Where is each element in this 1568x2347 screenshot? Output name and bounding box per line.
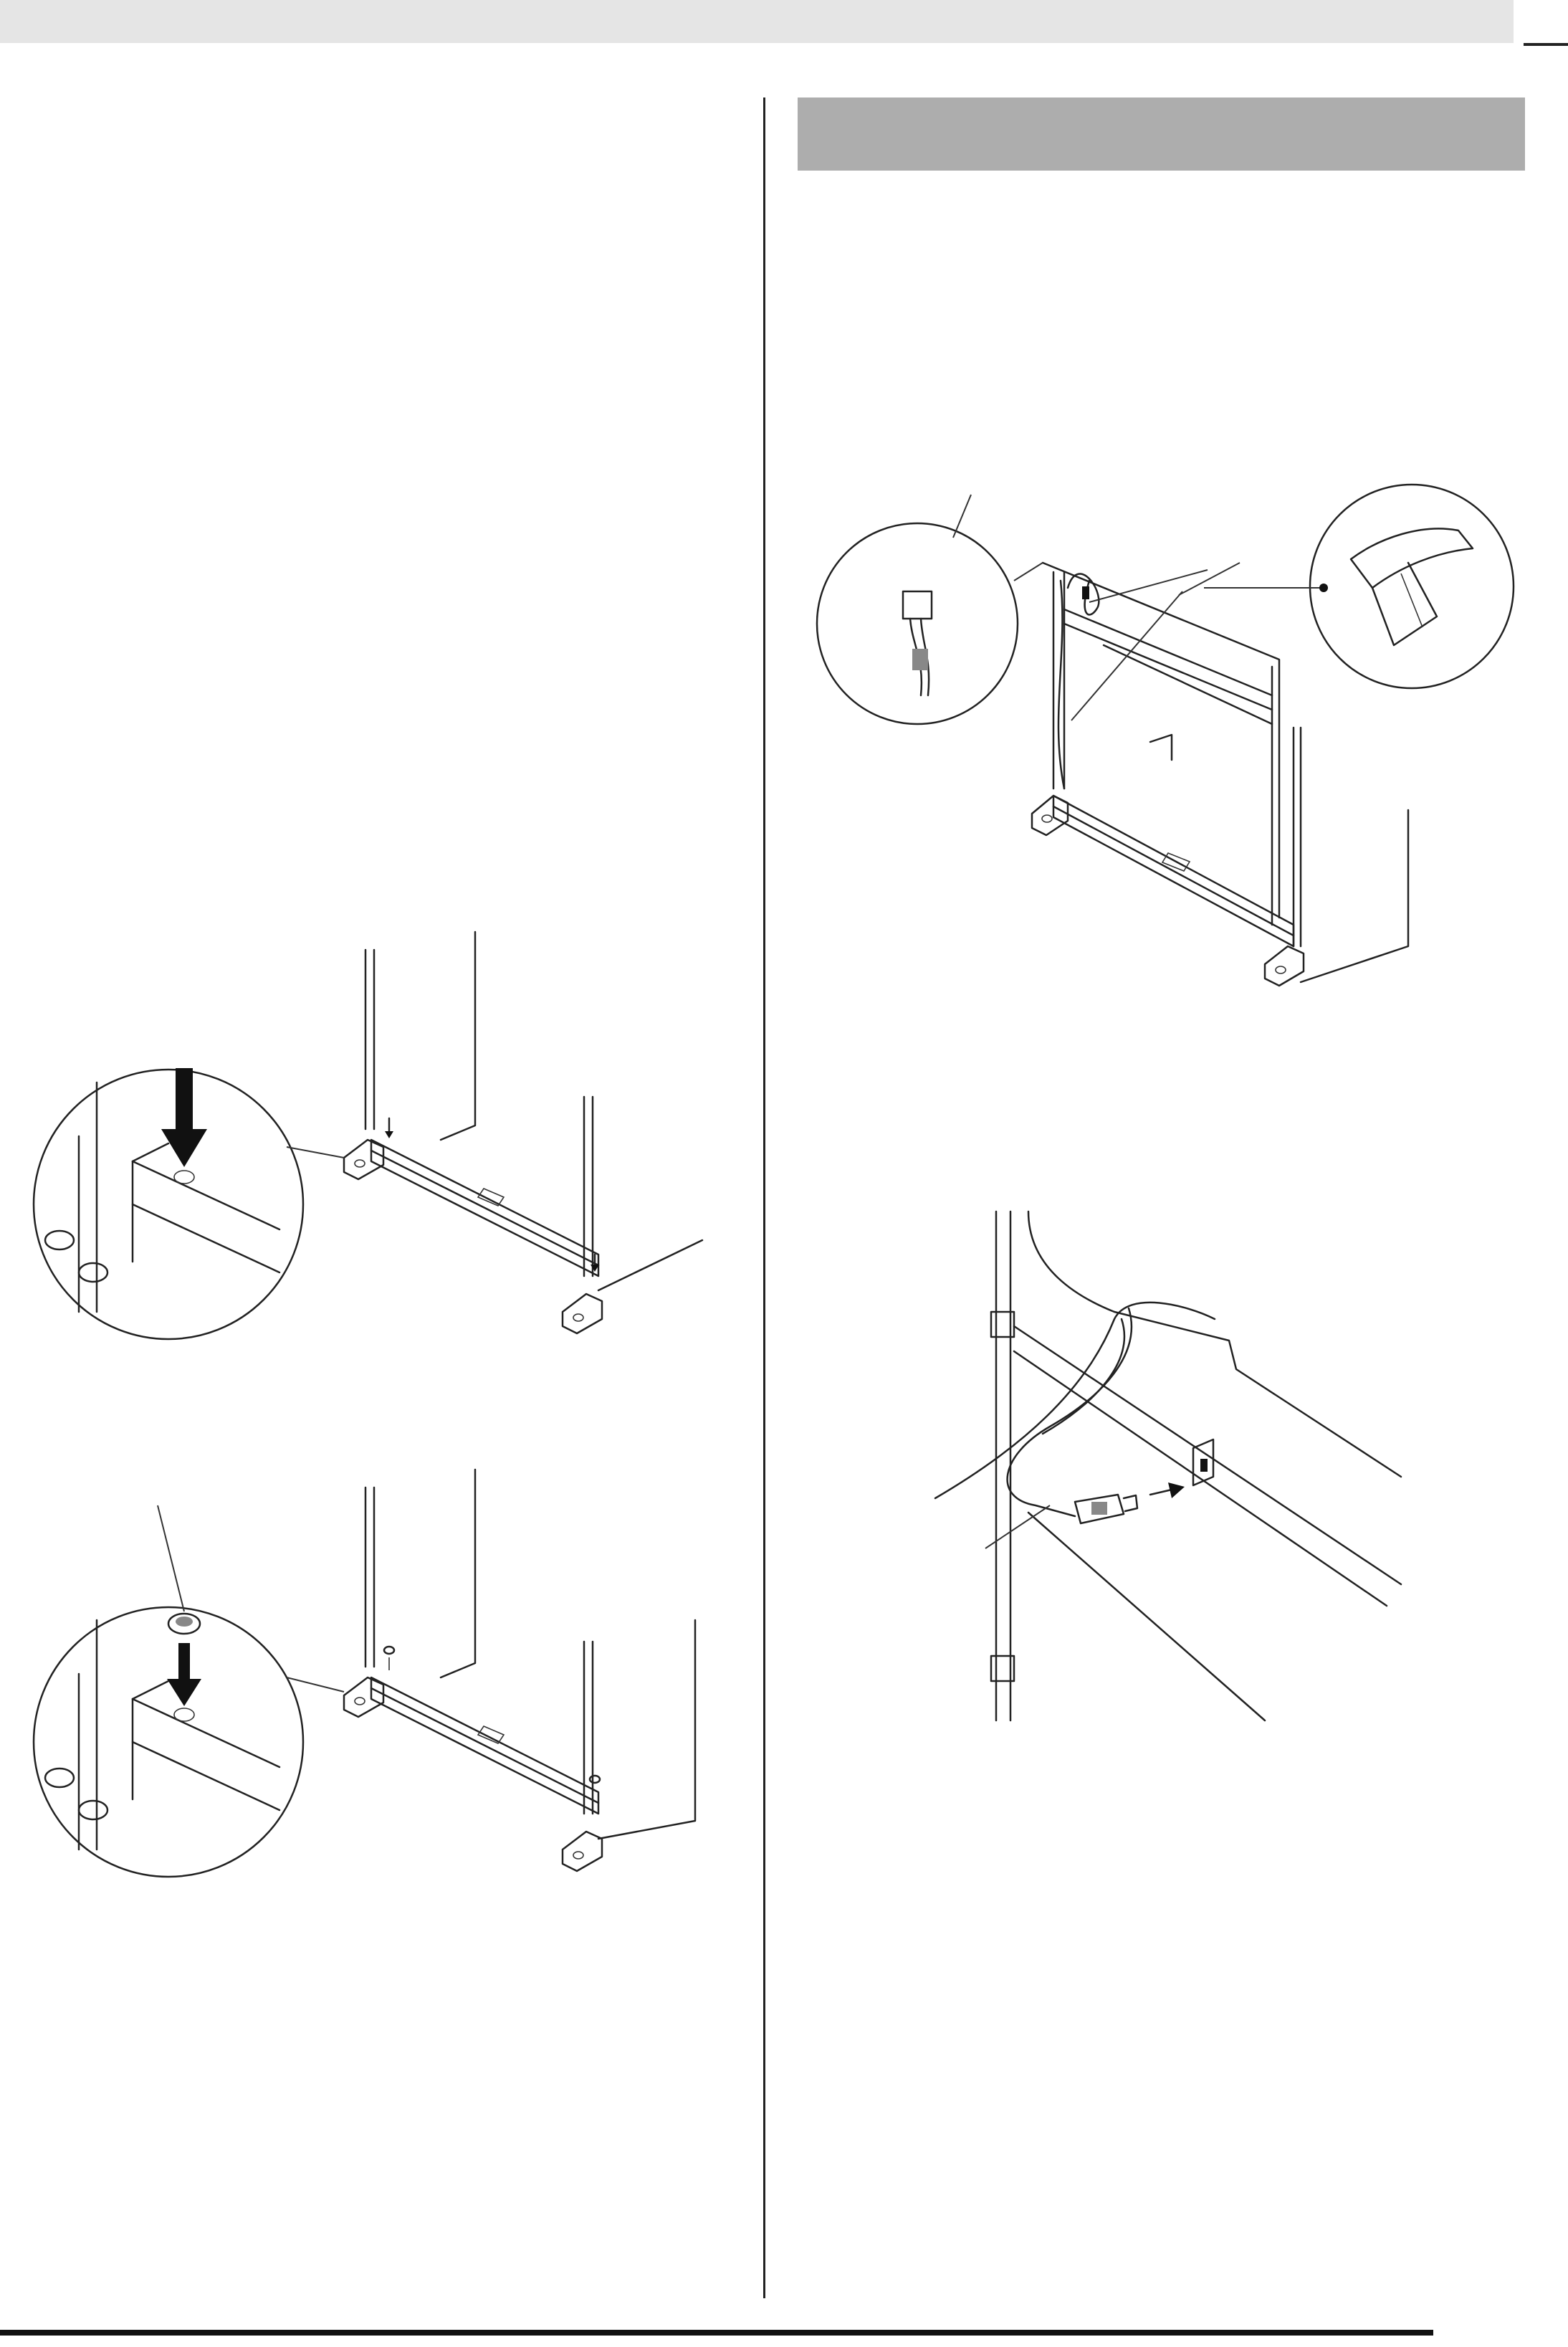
stand-foot-left	[1032, 796, 1068, 835]
stand-bracket-screw-figure	[25, 925, 713, 1355]
cable-connector-icon	[903, 591, 932, 695]
arrow-down-icon	[385, 1118, 599, 1272]
cap-insert-icon	[158, 1505, 201, 1706]
stand-bar	[371, 1140, 598, 1276]
pedal-hint	[1162, 853, 1190, 871]
power-cable	[935, 1303, 1215, 1516]
screw-insert-icon	[161, 1068, 207, 1167]
stand-foot-right	[563, 1832, 602, 1871]
cable-clip	[991, 1312, 1014, 1681]
cap-small-icon	[384, 1647, 600, 1783]
pedal-hint	[478, 1726, 504, 1743]
stand-bar	[371, 1677, 598, 1814]
cable-clamp-pointer	[1071, 563, 1240, 720]
stand-bar	[1053, 796, 1294, 946]
stand-foot-left	[344, 1140, 383, 1179]
page-corner-tab	[1524, 43, 1568, 46]
stand-foot-right	[1265, 946, 1304, 986]
side-panel	[365, 932, 702, 1290]
back-panel	[996, 1211, 1401, 1720]
cable-tie-callout	[1204, 485, 1514, 688]
power-inlet	[1193, 1439, 1213, 1485]
pedal-cable	[1058, 574, 1099, 789]
stand-foot-right	[563, 1294, 602, 1333]
power-cord-figure	[914, 1211, 1415, 1728]
cord-label-pointer	[985, 1505, 1050, 1548]
detail-magnifier	[34, 1070, 344, 1339]
page-header-band	[0, 0, 1514, 43]
cable-connector-callout	[817, 495, 1043, 724]
detail-magnifier	[34, 1607, 344, 1877]
pedal-hint	[478, 1189, 504, 1206]
footer-rule	[0, 2330, 1433, 2336]
pedal-cable-figure	[806, 480, 1523, 1025]
arrow-right-icon	[1150, 1482, 1185, 1498]
back-panel	[1043, 563, 1408, 982]
section-heading-bar	[798, 97, 1525, 171]
column-divider	[763, 97, 765, 2298]
cable-tie-icon	[1351, 528, 1473, 645]
power-plug-icon	[1075, 1495, 1137, 1523]
stand-foot-left	[344, 1677, 383, 1717]
stand-bracket-cap-figure	[25, 1462, 713, 1893]
side-panel	[365, 1470, 695, 1839]
